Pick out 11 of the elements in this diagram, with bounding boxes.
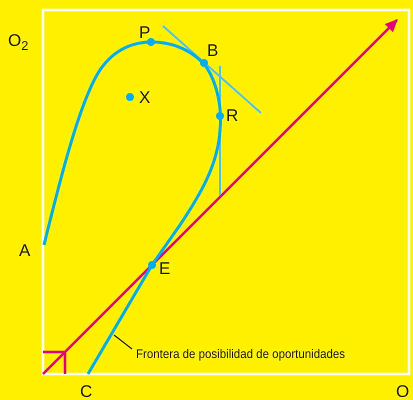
point-label: A bbox=[19, 242, 30, 259]
curve-label: Frontera de posibilidad de oportunidades bbox=[136, 348, 346, 360]
point-label: X bbox=[139, 89, 150, 106]
point-label: R bbox=[226, 107, 238, 124]
leader-line bbox=[114, 334, 132, 350]
point-label: C bbox=[80, 383, 92, 400]
point-label: O$_{2}$ bbox=[8, 32, 28, 53]
point-label: E bbox=[159, 260, 170, 277]
point-label: O bbox=[396, 383, 410, 400]
point-label: P bbox=[139, 24, 150, 41]
point-label: B bbox=[207, 42, 218, 59]
